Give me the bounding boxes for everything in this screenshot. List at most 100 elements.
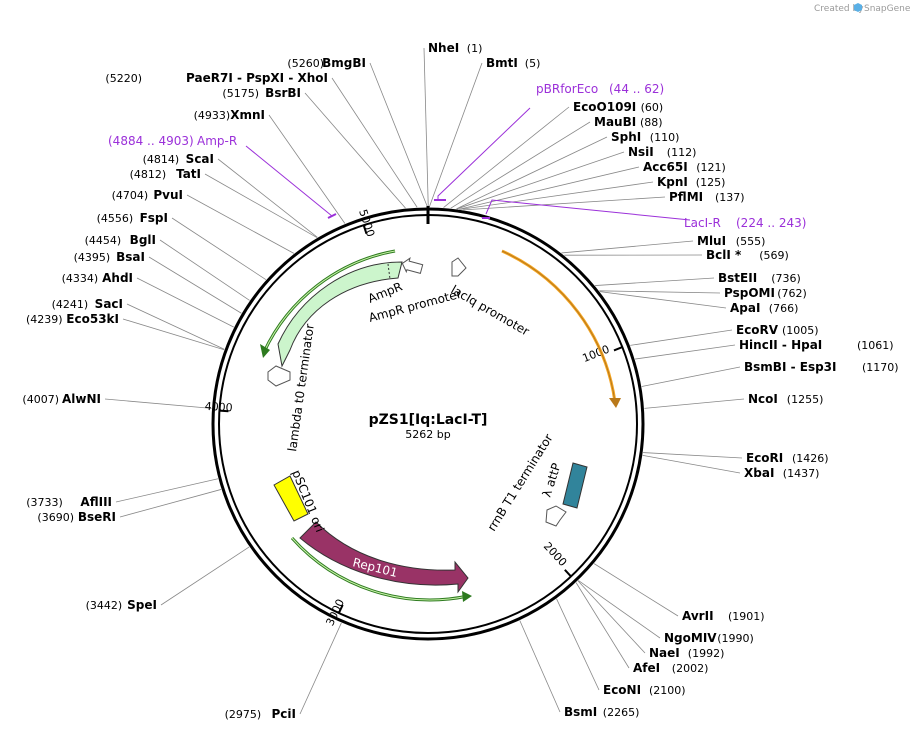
site-position: (569): [759, 249, 789, 262]
site-name[interactable]: BseRI: [78, 510, 116, 524]
lambda-t0-terminator-feature[interactable]: [267, 365, 291, 387]
site-position: (2265): [603, 706, 640, 719]
site-position: (1): [467, 42, 483, 55]
ampr-promoter-feature[interactable]: [401, 257, 424, 276]
site-leader: [459, 166, 640, 210]
site-name[interactable]: PspOMI: [724, 286, 775, 300]
site-leader: [122, 318, 225, 351]
site-name[interactable]: NaeI: [649, 646, 680, 660]
site-leader: [456, 151, 625, 210]
site-name[interactable]: EcoO109I: [573, 100, 636, 114]
site-name[interactable]: BsaI: [116, 250, 145, 264]
site-name[interactable]: SphI: [611, 130, 641, 144]
site-name[interactable]: BstEII: [718, 271, 757, 285]
site-leader: [595, 277, 715, 286]
site-position: (3733): [26, 496, 63, 509]
scale-tick: [219, 409, 229, 413]
primer-laci-r-name: LacI-R: [684, 216, 721, 230]
site-leader: [104, 398, 212, 409]
primer-amp-r[interactable]: (4884 .. 4903) Amp-R: [108, 134, 337, 219]
site-name[interactable]: BmtI: [486, 56, 518, 70]
site-leader: [204, 173, 318, 238]
restriction-sites: NheI(1)BmtI(5)EcoO109I(60)MauBI(88)SphI(…: [22, 41, 898, 721]
rrnb-t1-terminator-feature[interactable]: [545, 505, 567, 527]
site-name[interactable]: PaeR7I - PspXI - XhoI: [186, 71, 328, 85]
site-name[interactable]: NgoMIV: [664, 631, 717, 645]
laciq-promoter-feature[interactable]: [451, 257, 467, 277]
site-name[interactable]: KpnI: [657, 175, 688, 189]
site-position: (4334): [62, 272, 99, 285]
site-name[interactable]: MauBI: [594, 115, 636, 129]
feature-label-ampr: AmpR: [366, 279, 404, 305]
site-name[interactable]: FspI: [140, 211, 168, 225]
primer-amp-r-name: Amp-R: [197, 134, 237, 148]
site-name[interactable]: EcoRV: [736, 323, 779, 337]
site-leader: [159, 239, 250, 301]
site-name[interactable]: XmnI: [230, 108, 265, 122]
primer-laci-r[interactable]: LacI-R (224 .. 243): [482, 199, 806, 230]
site-name[interactable]: Eco53kI: [66, 312, 119, 326]
site-name[interactable]: PflMI: [669, 190, 703, 204]
site-leader: [428, 62, 483, 208]
site-name[interactable]: BsmI: [564, 705, 597, 719]
site-leader: [593, 563, 679, 617]
site-name[interactable]: Acc65I: [643, 160, 688, 174]
site-position: (736): [771, 272, 801, 285]
site-name[interactable]: BsrBI: [265, 86, 301, 100]
site-position: (1426): [792, 452, 829, 465]
site-position: (4933): [194, 109, 231, 122]
site-name[interactable]: AhdI: [102, 271, 133, 285]
site-position: (1255): [787, 393, 824, 406]
site-name[interactable]: NheI: [428, 41, 459, 55]
site-name[interactable]: XbaI: [744, 466, 774, 480]
site-name[interactable]: EcoNI: [603, 683, 641, 697]
site-leader: [217, 158, 318, 238]
site-name[interactable]: BglI: [130, 233, 156, 247]
site-name[interactable]: PciI: [272, 707, 297, 721]
scale-tick: [564, 569, 572, 578]
site-name[interactable]: AflIII: [80, 495, 112, 509]
site-name[interactable]: PvuI: [153, 188, 183, 202]
site-name[interactable]: TatI: [176, 167, 201, 181]
rep101-feature[interactable]: [299, 521, 469, 594]
site-position: (762): [777, 287, 807, 300]
site-position: (5): [525, 57, 541, 70]
credit-brand: SnapGene: [864, 4, 911, 14]
site-position: (112): [667, 146, 697, 159]
site-name[interactable]: MluI: [697, 234, 726, 248]
site-name[interactable]: AfeI: [633, 661, 660, 675]
site-position: (4704): [112, 189, 149, 202]
site-position: (110): [650, 131, 680, 144]
site-position: (4007): [22, 393, 59, 406]
lambda-attp-feature[interactable]: [562, 462, 588, 509]
site-name[interactable]: BsmBI - Esp3I: [744, 360, 836, 374]
feature-label-laciq-promoter: lacIq promoter: [449, 282, 532, 338]
site-name[interactable]: SacI: [95, 297, 123, 311]
site-position: (137): [715, 191, 745, 204]
site-leader: [599, 291, 727, 309]
site-name[interactable]: BmgBI: [322, 56, 366, 70]
rep101-orf-arrowhead: [462, 591, 472, 602]
site-leader: [126, 303, 225, 350]
scale-tick-label: 4000: [204, 400, 233, 415]
feature-label-lambda-attp: λ attP: [540, 461, 564, 499]
site-leader: [443, 106, 570, 208]
site-position: (4241): [52, 298, 89, 311]
site-name[interactable]: HincII - HpaI: [739, 338, 822, 352]
site-leader: [186, 194, 295, 254]
site-name[interactable]: BclI *: [706, 248, 742, 262]
site-name[interactable]: ScaI: [186, 152, 214, 166]
site-name[interactable]: SpeI: [127, 598, 157, 612]
site-name[interactable]: AvrII: [682, 609, 714, 623]
psc101-ori-feature[interactable]: [273, 475, 309, 522]
primer-pbrforeco[interactable]: pBRforEco (44 .. 62): [434, 82, 664, 201]
site-position: (1992): [688, 647, 725, 660]
site-leader: [561, 240, 694, 254]
site-position: (1005): [782, 324, 819, 337]
primer-laci-r-range: (224 .. 243): [736, 216, 806, 230]
site-name[interactable]: AlwNI: [62, 392, 101, 406]
site-name[interactable]: NsiI: [628, 145, 654, 159]
site-name[interactable]: EcoRI: [746, 451, 783, 465]
site-name[interactable]: NcoI: [748, 392, 778, 406]
site-name[interactable]: ApaI: [730, 301, 760, 315]
